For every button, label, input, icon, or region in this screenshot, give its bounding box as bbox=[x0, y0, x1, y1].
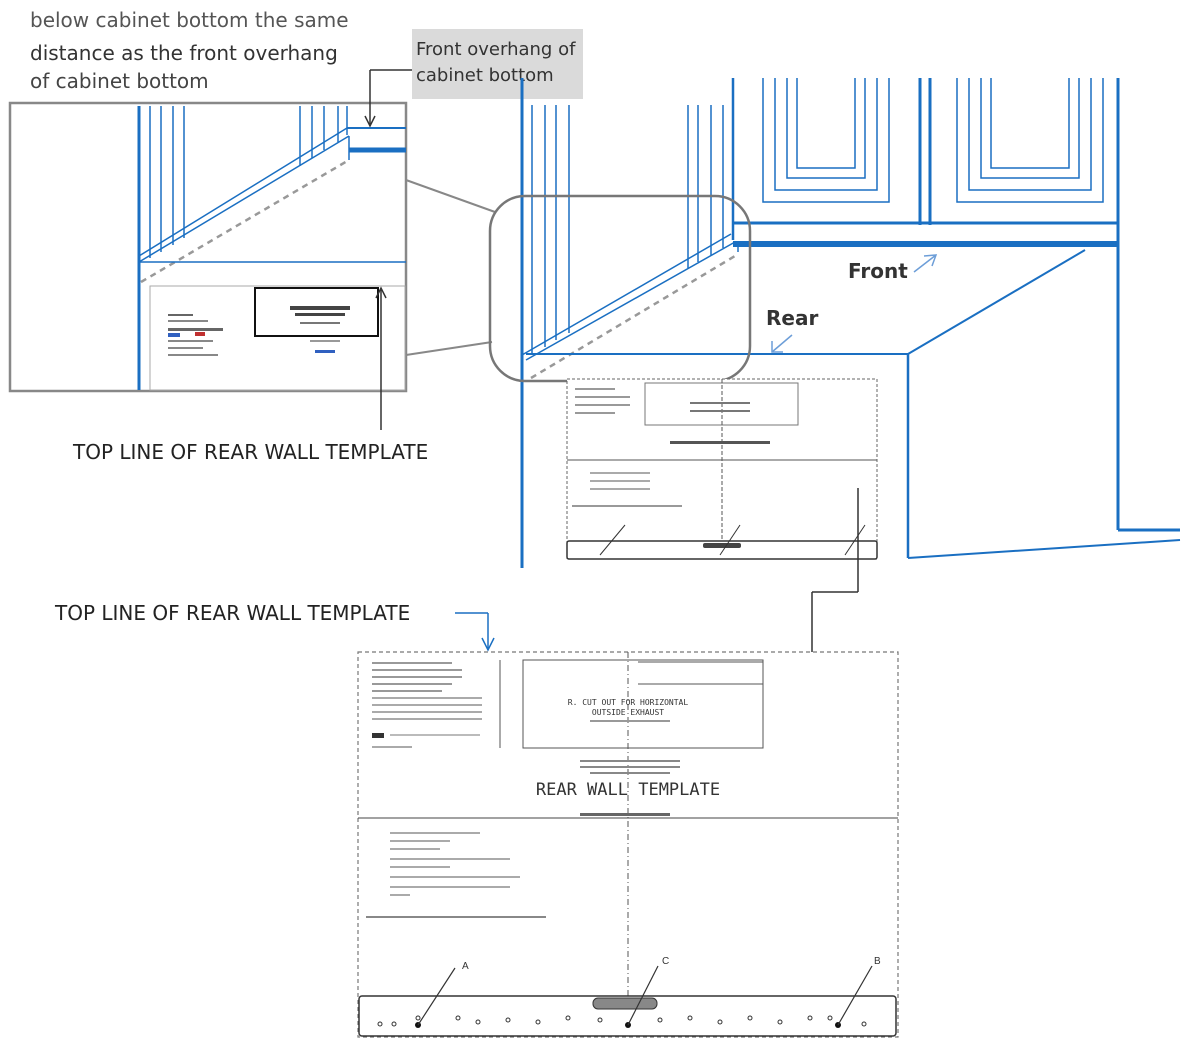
top-line-label-template: TOP LINE OF REAR WALL TEMPLATE bbox=[55, 601, 411, 625]
small-rear-wall-template bbox=[566, 378, 878, 560]
top-line-label-inset: TOP LINE OF REAR WALL TEMPLATE bbox=[73, 440, 429, 464]
instruction-line-1: below cabinet bottom the same bbox=[30, 8, 349, 32]
large-rear-wall-template: R. CUT OUT FOR HORIZONTAL OUTSIDE EXHAUS… bbox=[357, 651, 899, 1038]
instruction-line-3: of cabinet bottom bbox=[30, 69, 209, 93]
zoom-connector-top bbox=[405, 179, 496, 213]
callout-line-1: Front overhang of bbox=[416, 39, 576, 60]
point-c-label: C bbox=[662, 956, 669, 967]
cutout-title-line-2: OUTSIDE EXHAUST bbox=[592, 708, 664, 717]
point-b-label: B bbox=[874, 956, 881, 967]
rear-label: Rear bbox=[766, 306, 819, 330]
instruction-line-2: distance as the front overhang bbox=[30, 41, 338, 65]
zoom-inset bbox=[8, 69, 412, 430]
front-label: Front bbox=[848, 259, 908, 283]
cutout-title-line-1: R. CUT OUT FOR HORIZONTAL bbox=[568, 698, 689, 707]
template-title: REAR WALL TEMPLATE bbox=[536, 780, 720, 800]
callout-line-2: cabinet bottom bbox=[416, 65, 554, 86]
zoom-connector-bottom bbox=[405, 341, 493, 356]
front-overhang-callout: Front overhang of cabinet bottom bbox=[412, 29, 583, 99]
cabinet-view bbox=[488, 78, 1181, 568]
point-a-label: A bbox=[462, 961, 469, 972]
